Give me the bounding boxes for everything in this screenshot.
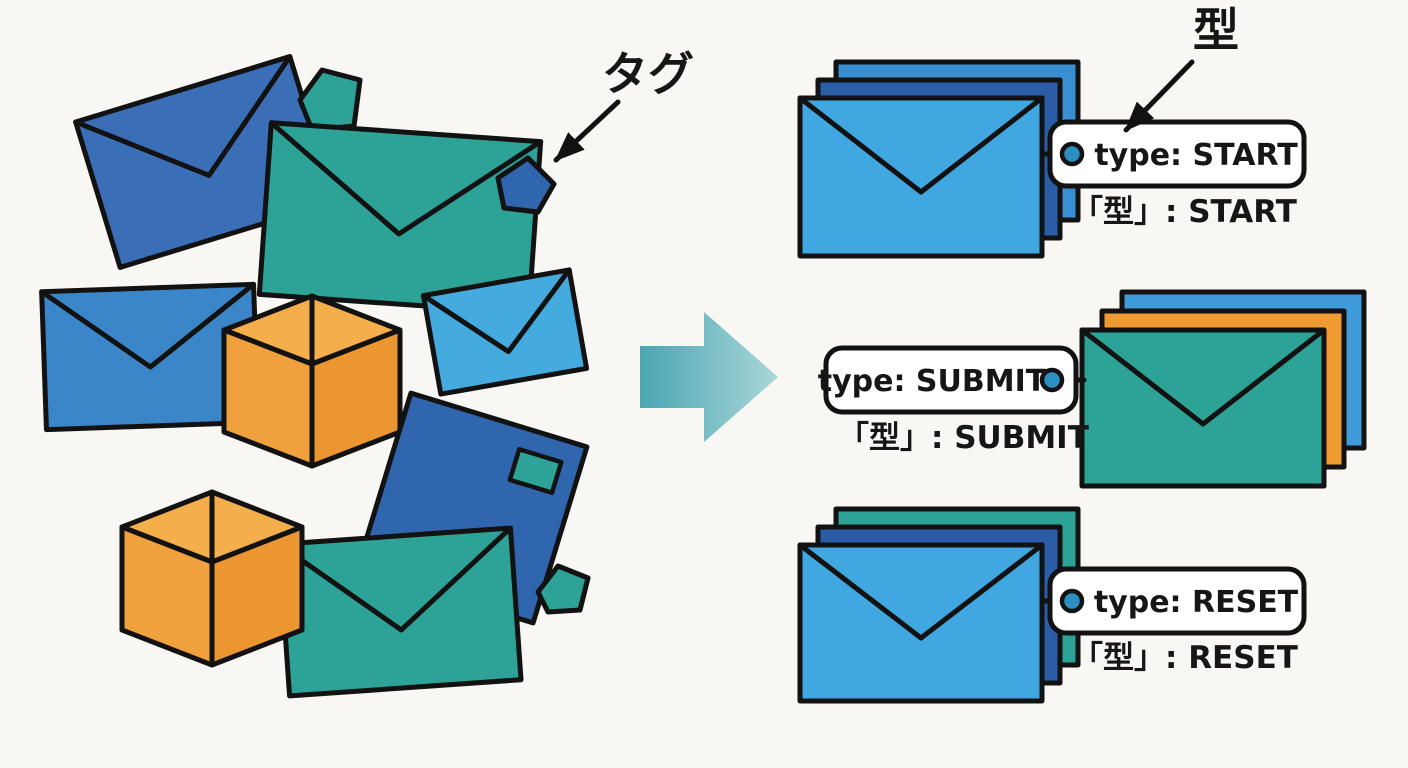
type-tag [1047, 566, 1307, 636]
type-arrow-icon [1123, 59, 1195, 133]
package-box-2 [119, 489, 305, 668]
tag-grommet-icon [1059, 141, 1085, 167]
stack-start: type: START 「型」: START 型 [797, 3, 1307, 259]
type-tag-text: type: RESET [1094, 585, 1299, 620]
tag-annotation: タグ [553, 47, 694, 163]
envelope-flap [73, 54, 293, 178]
small-tag-teal2-icon [535, 563, 591, 615]
envelope-teal [256, 120, 544, 316]
envelope-teal-bottom [276, 525, 524, 699]
small-tag-blue-icon [495, 155, 557, 215]
stack-submit: type: SUBMIT 「型」: SUBMIT [818, 289, 1367, 489]
type-tag-text: type: START [1094, 138, 1298, 173]
envelope-flap [1079, 327, 1327, 427]
tag-arrow-icon [553, 99, 621, 163]
envelope-blue [39, 281, 261, 433]
envelope-flap [797, 95, 1045, 195]
stack-reset: type: RESET 「型」: RESET [797, 506, 1307, 704]
type-label: 型 [1193, 3, 1239, 57]
type-tag [1047, 119, 1307, 189]
envelope-flap [420, 267, 572, 355]
envelope-flap [797, 542, 1045, 641]
box-right-face [209, 524, 305, 668]
tag-label: タグ [602, 47, 694, 101]
envelope-flap [268, 120, 544, 237]
envelope-flap [276, 525, 513, 633]
stack-caption: 「型」: SUBMIT [838, 420, 1089, 456]
stack-caption: 「型」: START [1072, 194, 1297, 230]
parcel-stamp-icon [507, 446, 564, 495]
type-tag-text: type: SUBMIT [818, 364, 1047, 399]
tag-grommet-icon [1039, 367, 1065, 393]
flow-arrow-icon [640, 312, 778, 442]
envelope-flap [39, 281, 257, 370]
stack-caption: 「型」: RESET [1072, 640, 1298, 676]
envelope-front [1079, 327, 1327, 489]
unsorted-pile: タグ [39, 47, 694, 699]
envelope-front [797, 95, 1045, 259]
envelope-front [797, 542, 1045, 704]
envelope-blue-light-small [420, 267, 590, 397]
type-annotation: 型 [1123, 3, 1239, 133]
type-tag [823, 345, 1079, 415]
tag-grommet-icon [1059, 588, 1085, 614]
package-box-1 [221, 293, 403, 469]
